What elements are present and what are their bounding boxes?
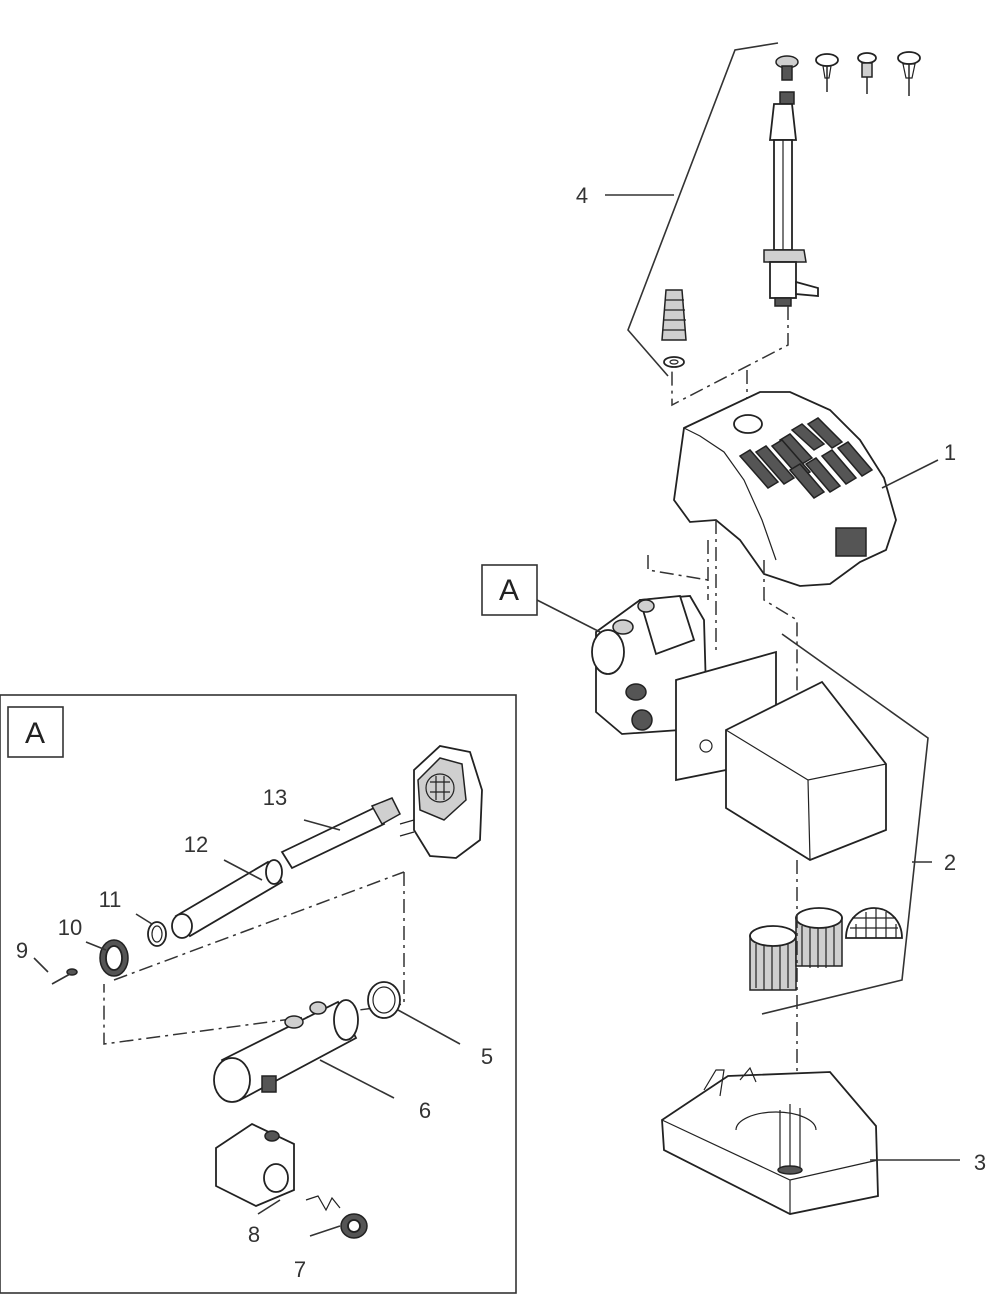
callout-11: 11 [99,887,122,912]
uv-housing [399,745,483,859]
part-2-bracket [761,633,929,1015]
part-11-o-ring [135,913,167,947]
part-7-impeller [305,1195,368,1239]
callout-7: 7 [294,1257,306,1282]
callout-numbers: 1 2 3 4 5 6 7 8 9 10 11 12 13 [16,183,986,1282]
nozzle-heads [775,51,921,96]
detail-ref-box [481,564,538,616]
part-9-screw [33,957,78,985]
part-8-pump-head [215,1122,295,1215]
part-12-uv-lamp [171,859,284,939]
detail-ref-leader [536,599,601,633]
callout-2: 2 [944,850,956,875]
part-10-clamp-ring [85,939,129,977]
callout-5: 5 [481,1044,493,1069]
detail-ref-label: A [499,574,519,607]
cover-vent-slots [738,417,874,499]
callout-4: 4 [576,183,588,208]
pump-assembly: A [481,520,777,782]
callout-3: 3 [974,1150,986,1175]
callout-13: 13 [263,785,287,810]
inset-label: A [25,717,45,750]
part-4-fit-line [671,306,789,407]
callout-10: 10 [58,915,82,940]
inset-frame [0,694,517,1294]
part-1-leader [881,459,939,489]
filter-sponge [725,680,887,862]
part-3-base [661,1066,960,1215]
riser-tube [763,91,819,307]
callout-12: 12 [184,832,208,857]
filter-baskets [749,907,903,991]
callout-6: 6 [419,1098,431,1123]
callout-1: 1 [944,440,956,465]
part-1-cover [673,391,939,587]
part-4-fountain-set [627,42,921,420]
detail-a-inset: A [0,694,517,1294]
part-13-quartz-tube [280,797,401,870]
callout-8: 8 [248,1222,260,1247]
part-2-filter-set [725,560,929,1100]
callout-9: 9 [16,938,28,963]
part-5-o-ring [367,981,461,1045]
hose-adapter [661,289,687,368]
inset-fit-line [103,872,405,1045]
part-6-pump-body [213,999,395,1103]
inset-label-box [7,706,64,758]
part-4-bracket [627,42,779,377]
